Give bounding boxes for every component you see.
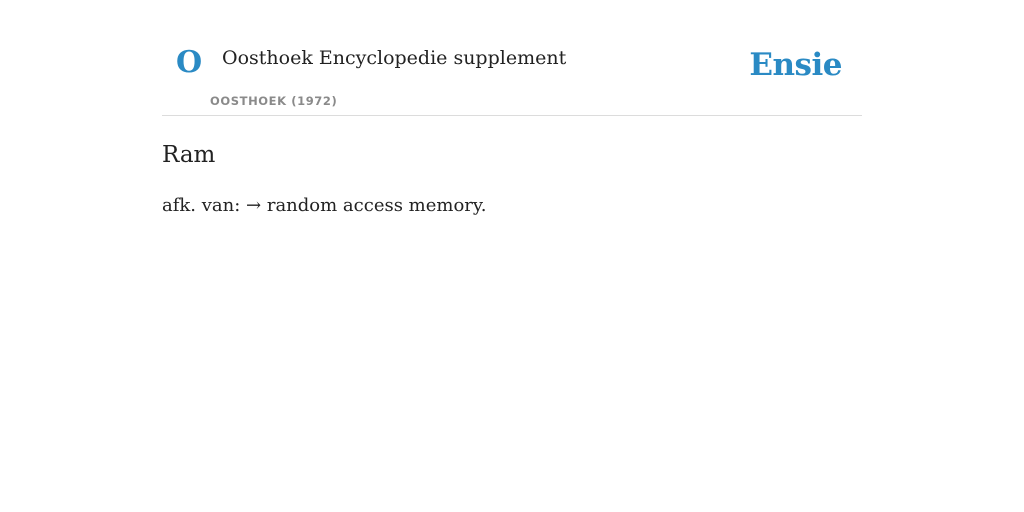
arrow-right-icon: → <box>246 195 262 216</box>
source-logo-link[interactable]: O <box>176 45 203 80</box>
content-container: O Oosthoek Encyclopedie supplement OOSTH… <box>162 0 862 216</box>
source-meta: OOSTHOEK (1972) <box>210 94 338 108</box>
entry-body: afk. van: → random access memory. <box>162 193 486 219</box>
entry-prefix: afk. van: <box>162 195 247 216</box>
brand-logo-link[interactable]: Ensie <box>749 47 842 83</box>
entry-title: Ram <box>162 142 216 168</box>
header: O Oosthoek Encyclopedie supplement OOSTH… <box>162 0 862 116</box>
source-title-link[interactable]: Oosthoek Encyclopedie supplement <box>222 47 567 69</box>
cross-reference-text: random access memory <box>261 195 481 216</box>
entry-suffix: . <box>480 195 487 216</box>
cross-reference-link[interactable]: → random access memory <box>246 195 481 216</box>
